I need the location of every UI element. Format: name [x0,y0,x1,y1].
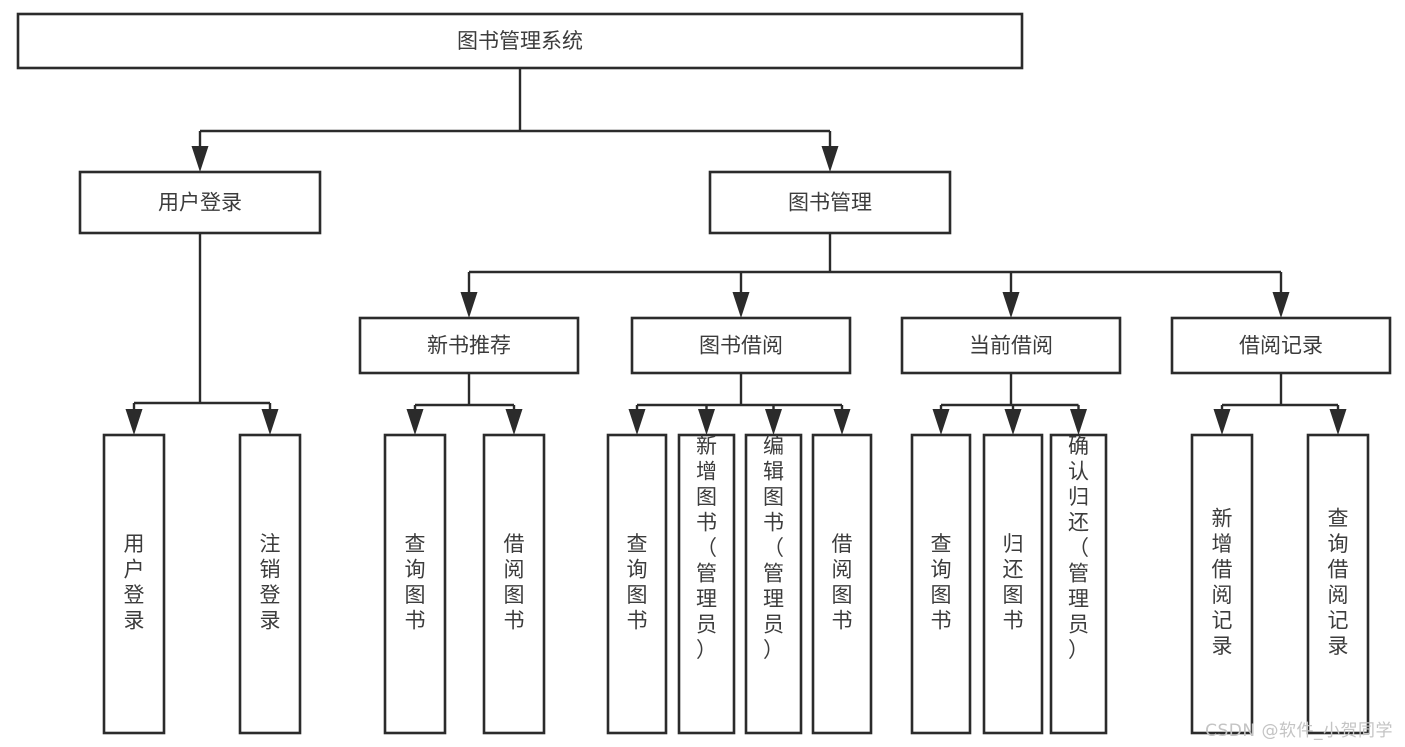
nodes-layer: 图书管理系统用户登录图书管理新书推荐图书借阅当前借阅借阅记录用户登录注销登录查询… [16,12,1392,735]
node-box-leaf-edit-book [744,433,803,735]
node-box-bookmgmt [708,170,952,235]
node-label-leaf-query-book-1: 查询图书 [405,532,426,633]
node-box-leaf-borrow-book-2 [811,433,873,735]
node-leaf-return-book[interactable]: 归还图书 [982,433,1044,735]
node-label-root: 图书管理系统 [457,29,583,53]
node-leaf-borrow-book-1[interactable]: 借阅图书 [482,433,546,735]
node-bookmgmt[interactable]: 图书管理 [708,170,952,235]
node-label-leaf-borrow-book-1: 借阅图书 [504,532,525,633]
node-label-leaf-query-book-2: 查询图书 [627,532,648,633]
watermark: CSDN @软件_小贺同学 [1205,721,1393,741]
node-label-newbook: 新书推荐 [427,334,511,358]
node-box-current [900,316,1122,375]
edges-layer [125,68,1347,435]
node-box-leaf-add-book [677,433,736,735]
node-box-leaf-user-login [102,433,166,735]
edge-group-bookmgmt [460,233,1290,318]
node-leaf-edit-book[interactable]: 编辑图书（管理员） [744,433,803,735]
node-box-leaf-borrow-book-1 [482,433,546,735]
node-label-leaf-user-login: 用户登录 [124,532,145,633]
node-leaf-query-book-2[interactable]: 查询图书 [606,433,668,735]
node-label-leaf-return-book: 归还图书 [1003,532,1024,633]
edge-group-newbook [406,373,523,435]
node-label-leaf-add-record: 新增借阅记录 [1212,507,1233,659]
node-box-borrow [630,316,852,375]
node-label-leaf-query-record: 查询借阅记录 [1328,507,1349,659]
node-newbook[interactable]: 新书推荐 [358,316,580,375]
node-box-leaf-query-record [1306,433,1370,735]
node-leaf-query-record[interactable]: 查询借阅记录 [1306,433,1370,735]
node-label-leaf-confirm-return: 确认归还（管理员） [1068,434,1089,662]
node-current[interactable]: 当前借阅 [900,316,1122,375]
edge-group-root [191,68,839,172]
node-leaf-query-book-3[interactable]: 查询图书 [910,433,972,735]
node-box-records [1170,316,1392,375]
node-label-login: 用户登录 [158,191,242,215]
node-box-leaf-add-record [1190,433,1254,735]
node-box-leaf-confirm-return [1049,433,1108,735]
node-label-borrow: 图书借阅 [699,334,783,358]
node-leaf-add-record[interactable]: 新增借阅记录 [1190,433,1254,735]
node-box-leaf-query-book-2 [606,433,668,735]
node-label-bookmgmt: 图书管理 [788,191,872,215]
node-box-login [78,170,322,235]
node-box-leaf-logout [238,433,302,735]
node-leaf-add-book[interactable]: 新增图书（管理员） [677,433,736,735]
node-leaf-user-login[interactable]: 用户登录 [102,433,166,735]
node-box-leaf-query-book-1 [383,433,447,735]
node-label-leaf-logout: 注销登录 [260,532,281,633]
node-box-leaf-query-book-3 [910,433,972,735]
edge-group-login [125,233,279,435]
node-leaf-logout[interactable]: 注销登录 [238,433,302,735]
node-root[interactable]: 图书管理系统 [16,12,1024,70]
edge-group-records [1213,373,1347,435]
node-box-root [16,12,1024,70]
node-box-newbook [358,316,580,375]
node-label-current: 当前借阅 [969,334,1053,358]
node-box-leaf-return-book [982,433,1044,735]
node-label-records: 借阅记录 [1239,334,1323,358]
node-login[interactable]: 用户登录 [78,170,322,235]
node-label-leaf-add-book: 新增图书（管理员） [696,434,717,662]
node-records[interactable]: 借阅记录 [1170,316,1392,375]
edge-group-current [932,373,1087,435]
node-label-leaf-query-book-3: 查询图书 [931,532,952,633]
node-leaf-query-book-1[interactable]: 查询图书 [383,433,447,735]
node-leaf-confirm-return[interactable]: 确认归还（管理员） [1049,433,1108,735]
node-label-leaf-edit-book: 编辑图书（管理员） [763,434,784,662]
node-label-leaf-borrow-book-2: 借阅图书 [832,532,853,633]
node-leaf-borrow-book-2[interactable]: 借阅图书 [811,433,873,735]
node-borrow[interactable]: 图书借阅 [630,316,852,375]
edge-group-borrow [628,373,851,435]
